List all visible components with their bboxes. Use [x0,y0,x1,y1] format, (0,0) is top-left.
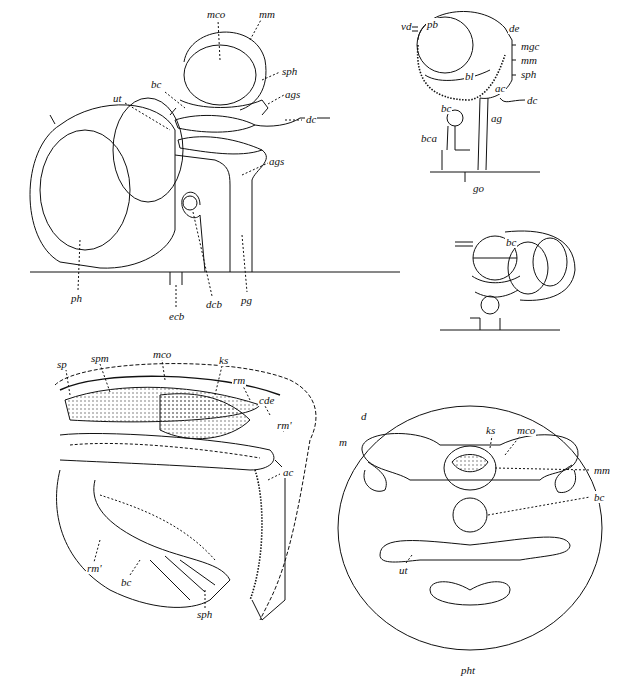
part-label: dc [305,113,317,125]
part-label: d [360,410,368,422]
part-label: rm' [86,562,103,574]
part-label: pht [460,664,476,676]
part-label: bc [120,576,132,588]
part-label: ags [284,88,301,100]
part-label: cde [258,394,275,406]
figure-d [55,360,316,620]
part-label: m [338,436,348,448]
part-label: mm [520,54,538,66]
part-label: bc [440,102,452,114]
figure-c [440,231,575,330]
part-label: ks [218,354,229,366]
part-label: dc [526,94,538,106]
part-label: ac [282,466,294,478]
figure-b [410,11,540,182]
part-label: rm' [276,419,293,431]
part-label: ac [494,82,506,94]
part-label: ag [490,112,503,124]
part-label: mgc [520,40,540,52]
part-label: mco [152,348,172,360]
part-label: bca [420,132,438,144]
part-label: mm [258,8,276,20]
part-label: ks [485,424,496,436]
figure-e [338,406,602,650]
part-label: ags [268,155,285,167]
part-label: go [472,182,485,194]
part-label: rm [232,374,246,386]
part-label: sph [196,608,213,620]
part-label: ut [398,564,409,576]
part-label: ph [70,292,83,304]
part-label: sph [520,68,537,80]
part-label: bc [593,491,605,503]
part-label: sph [281,65,298,77]
part-label: vd [400,20,412,32]
part-label: mco [516,424,536,436]
part-label: spm [90,352,110,364]
part-label: mco [206,8,226,20]
part-label: dcb [205,298,223,310]
figure-a [30,18,400,308]
part-label: bc [505,236,517,248]
part-label: sp [56,358,68,370]
part-label: de [508,22,520,34]
part-label: pg [240,294,253,306]
part-label: pb [426,18,439,30]
part-label: bl [464,70,475,82]
part-label: mm [593,464,611,476]
part-label: bc [150,78,162,90]
part-label: ecb [168,310,185,322]
part-label: ut [112,92,123,104]
